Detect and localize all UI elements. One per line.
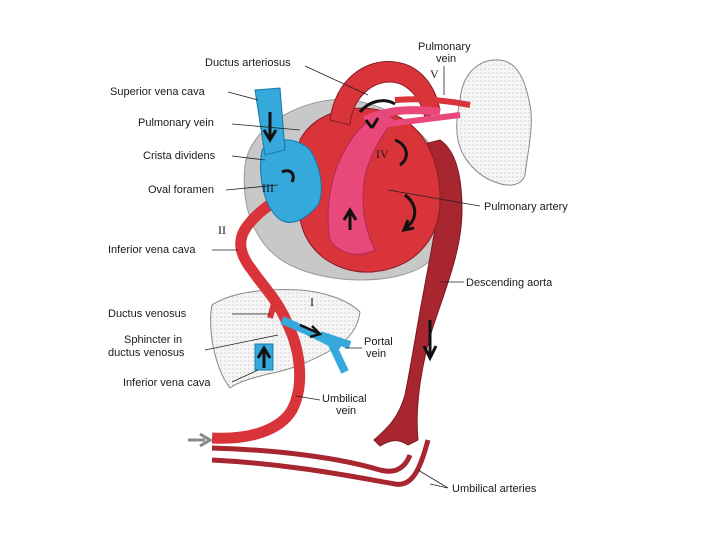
label-umbilical-arteries: Umbilical arteries (452, 483, 537, 495)
leader-umbilical-arteries (417, 469, 449, 489)
label-umbilical-vein-1: Umbilical (322, 393, 367, 405)
pulmonary-branch (379, 112, 461, 128)
flow-arrow-ivc (256, 345, 272, 368)
numeral-iii: III (262, 181, 274, 195)
label-ductus-venosus: Ductus venosus (108, 308, 187, 320)
flow-arrow-portal (299, 323, 323, 339)
label-portal-vein-2: vein (366, 348, 386, 360)
pulmonary-vein-vessel (394, 96, 471, 108)
leader-umbilical-vein (295, 395, 321, 401)
flow-arrow-ductus (364, 117, 380, 129)
umbilical-artery-1 (211, 445, 413, 474)
leader-sphincter (204, 334, 279, 351)
label-pulmonary-vein-top-2: vein (436, 53, 456, 65)
flow-arrow-arch (358, 99, 396, 114)
leader-crista-dividens (231, 155, 266, 161)
label-inferior-vena-cava-lower: Inferior vena cava (123, 377, 211, 389)
ductus-arteriosus-vessel (363, 106, 441, 124)
label-crista-dividens: Crista dividens (143, 150, 216, 162)
portal-vein-vessel (280, 316, 352, 374)
lung (456, 59, 532, 186)
umbilical-artery-2 (211, 439, 431, 487)
label-inferior-vena-cava-upper: Inferior vena cava (108, 244, 196, 256)
label-oval-foramen: Oval foramen (148, 184, 214, 196)
label-sphincter-1: Sphincter in (124, 334, 182, 346)
leader-svc (227, 91, 259, 101)
label-pulmonary-artery: Pulmonary artery (484, 201, 568, 213)
label-umbilical-vein-2: vein (336, 405, 356, 417)
flow-arrow-lv (401, 193, 417, 233)
flow-arrow-aorta (422, 320, 438, 362)
leader-pulmonary-artery (387, 189, 481, 207)
numeral-ii: II (218, 223, 226, 237)
numeral-i: I (310, 295, 314, 309)
flow-arrow-svc (262, 112, 278, 143)
leader-oval-foramen (225, 184, 279, 191)
label-pulmonary-vein-top-1: Pulmonary (418, 41, 471, 53)
leader-ivc-lower (231, 369, 259, 383)
ductus-venosus-vessel (267, 299, 278, 319)
numeral-iv: IV (376, 147, 389, 161)
label-ductus-arteriosus: Ductus arteriosus (205, 57, 291, 69)
label-superior-vena-cava: Superior vena cava (110, 86, 206, 98)
label-portal-vein-1: Portal (364, 336, 393, 348)
umbilical-vein (211, 187, 306, 444)
leader-pulmonary-vein-left (231, 123, 301, 131)
label-pulmonary-vein-left: Pulmonary vein (138, 117, 214, 129)
label-sphincter-2: ductus venosus (108, 347, 185, 359)
leader-ductus-arteriosus (304, 65, 369, 96)
flow-arrow-ra (281, 169, 295, 183)
label-descending-aorta: Descending aorta (466, 277, 553, 289)
numeral-v: V (430, 67, 439, 81)
flow-arrow-la (394, 138, 408, 167)
flow-arrow-pa (342, 207, 358, 230)
placenta-inflow-arrow (188, 432, 213, 448)
